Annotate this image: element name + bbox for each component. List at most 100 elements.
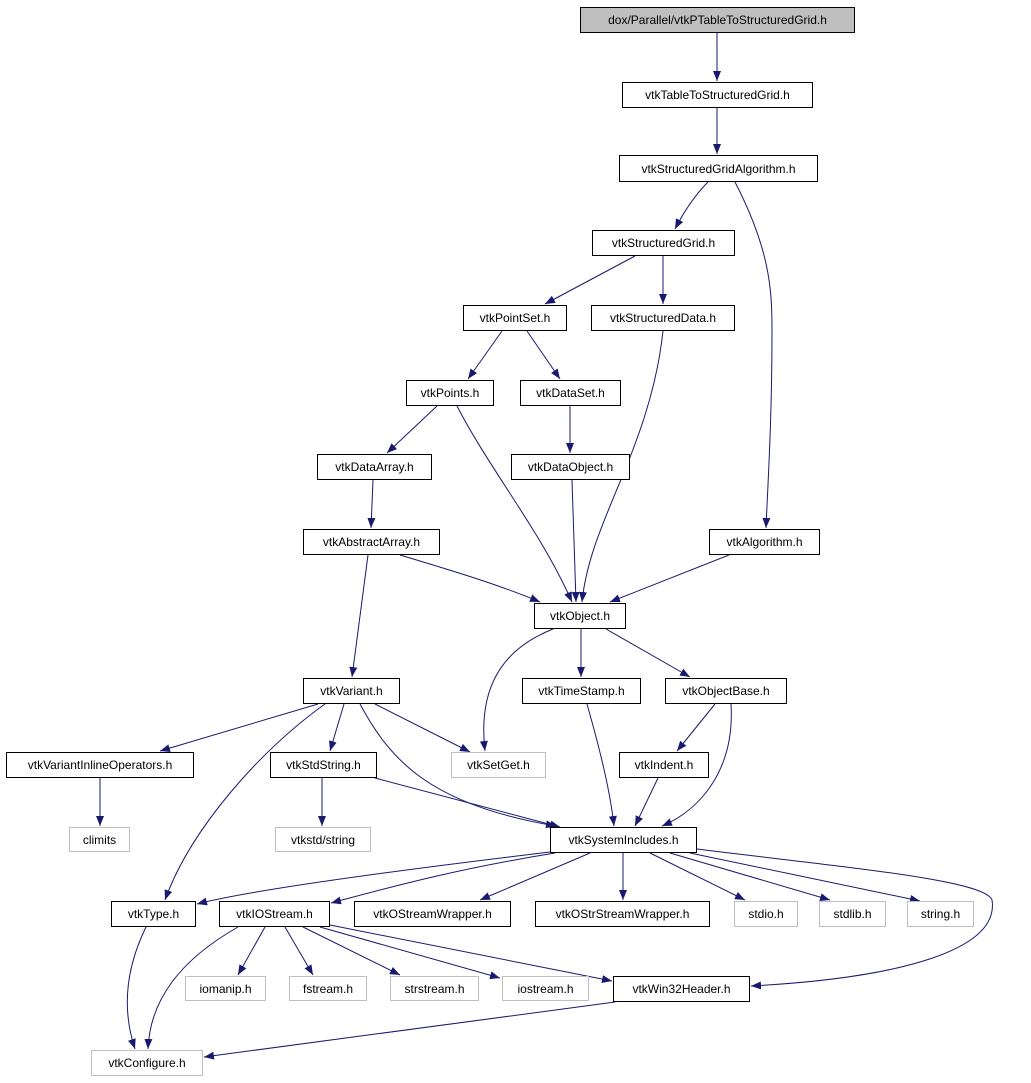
edge-sga-to-alg [734,181,773,529]
node-label: vtkStructuredGridAlgorithm.h [641,161,796,176]
node-string: string.h [907,901,974,927]
node-label: vtkIOStream.h [236,907,313,921]
edge-ob-to-si [661,703,732,827]
node-w32[interactable]: vtkWin32Header.h [613,976,750,1002]
node-ob[interactable]: vtkObjectBase.h [665,678,787,704]
node-strstream: strstream.h [390,976,479,1001]
node-alg[interactable]: vtkAlgorithm.h [709,529,820,555]
node-label: vtkVariantInlineOperators.h [27,758,173,772]
node-dobj[interactable]: vtkDataObject.h [511,454,630,480]
node-osw[interactable]: vtkOStreamWrapper.h [354,901,511,927]
edge-ts-to-si [586,703,617,827]
node-vio[interactable]: vtkVariantInlineOperators.h [6,752,194,778]
node-label: vtkOStrStreamWrapper.h [555,907,690,921]
edge-alg-to-obj [609,554,730,603]
edge-pts-to-obj [456,405,573,603]
edge-dobj-to-obj [571,479,580,603]
node-label: vtkSystemIncludes.h [568,833,679,847]
node-label: vtkObject.h [549,609,611,623]
edge-ios-to-iomanip [237,926,266,976]
node-label: dox/Parallel/vtkPTableToStructuredGrid.h [608,13,827,27]
edge-var-to-ss [329,703,345,752]
node-label: climits [82,832,117,847]
node-conf: vtkConfigure.h [91,1050,203,1076]
edge-ios-to-conf [144,926,239,1050]
node-label: vtkDataObject.h [527,460,614,474]
node-da[interactable]: vtkDataArray.h [317,454,432,480]
node-aa[interactable]: vtkAbstractArray.h [303,529,440,555]
edge-si-to-w32 [696,848,993,990]
node-iostream: iostream.h [502,976,589,1001]
edge-var-to-type [164,703,326,901]
node-obj[interactable]: vtkObject.h [534,603,626,629]
edge-si-to-stdio [649,852,746,901]
edge-ps-to-ds [526,330,561,380]
node-ss[interactable]: vtkStdString.h [270,752,377,778]
node-label: iomanip.h [199,981,252,996]
edge-da-to-aa [367,479,376,529]
node-clim: climits [69,827,130,852]
node-type[interactable]: vtkType.h [111,901,196,927]
node-ps[interactable]: vtkPointSet.h [463,305,567,331]
node-label: string.h [920,907,961,921]
edge-si-to-ios [330,852,556,905]
node-ttsg[interactable]: vtkTableToStructuredGrid.h [622,82,813,108]
node-iomanip: iomanip.h [185,976,266,1001]
edge-aa-to-obj [399,554,541,603]
node-sgt: vtkSetGet.h [451,752,546,778]
node-label: strstream.h [404,981,465,996]
node-label: vtkObjectBase.h [682,684,770,698]
node-stdio: stdio.h [734,901,798,927]
edge-w32-to-conf [203,1001,616,1060]
edge-si-to-osw [479,852,591,901]
edge-ios-to-fstream [284,926,314,976]
node-fstream: fstream.h [289,976,367,1001]
edge-sg-to-ps [544,255,636,305]
node-ts[interactable]: vtkTimeStamp.h [522,678,641,704]
edge-si-to-type [196,851,551,906]
node-label: vtkStructuredGrid.h [611,236,716,250]
node-label: vtkDataSet.h [536,386,605,400]
node-label: vtkStructuredData.h [609,311,717,325]
node-label: iostream.h [517,981,574,996]
edge-var-to-sgt [374,703,471,753]
node-stdlib: stdlib.h [819,901,886,927]
node-label: vtkStdString.h [286,758,361,772]
edge-sga-to-sg [674,181,709,230]
node-label: vtkIndent.h [634,758,694,772]
edge-ind-to-si [634,777,659,827]
edge-ios-to-iostream [319,926,501,980]
node-pts[interactable]: vtkPoints.h [406,380,494,406]
edge-obj-to-ob [605,628,691,678]
edge-si-to-string [689,852,921,903]
node-var[interactable]: vtkVariant.h [303,678,400,704]
node-root: dox/Parallel/vtkPTableToStructuredGrid.h [580,7,855,33]
node-stdstr: vtkstd/string [275,827,371,852]
node-sd[interactable]: vtkStructuredData.h [591,305,735,331]
edge-sd-to-obj [578,330,664,603]
node-label: stdio.h [748,907,784,921]
node-label: vtkstd/string [290,832,356,847]
node-sg[interactable]: vtkStructuredGrid.h [592,230,735,256]
node-label: vtkPoints.h [420,386,480,400]
node-label: vtkWin32Header.h [632,982,731,996]
node-label: fstream.h [302,981,353,996]
edge-pts-to-da [386,405,438,454]
node-ind[interactable]: vtkIndent.h [619,752,709,778]
edge-aa-to-var [349,554,369,678]
edge-var-to-vio [159,703,319,752]
node-ios[interactable]: vtkIOStream.h [219,901,330,927]
edge-ps-to-pts [467,330,503,380]
edge-ss-to-si [374,777,561,829]
node-label: vtkDataArray.h [335,460,414,474]
edge-type-to-conf [126,926,147,1050]
node-sga[interactable]: vtkStructuredGridAlgorithm.h [619,155,818,182]
node-si[interactable]: vtkSystemIncludes.h [550,827,697,853]
edge-obj-to-sgt [479,628,554,752]
node-ossw[interactable]: vtkOStrStreamWrapper.h [535,901,710,927]
node-label: vtkTimeStamp.h [538,684,625,698]
node-ds[interactable]: vtkDataSet.h [520,380,621,406]
node-label: vtkSetGet.h [467,758,530,772]
